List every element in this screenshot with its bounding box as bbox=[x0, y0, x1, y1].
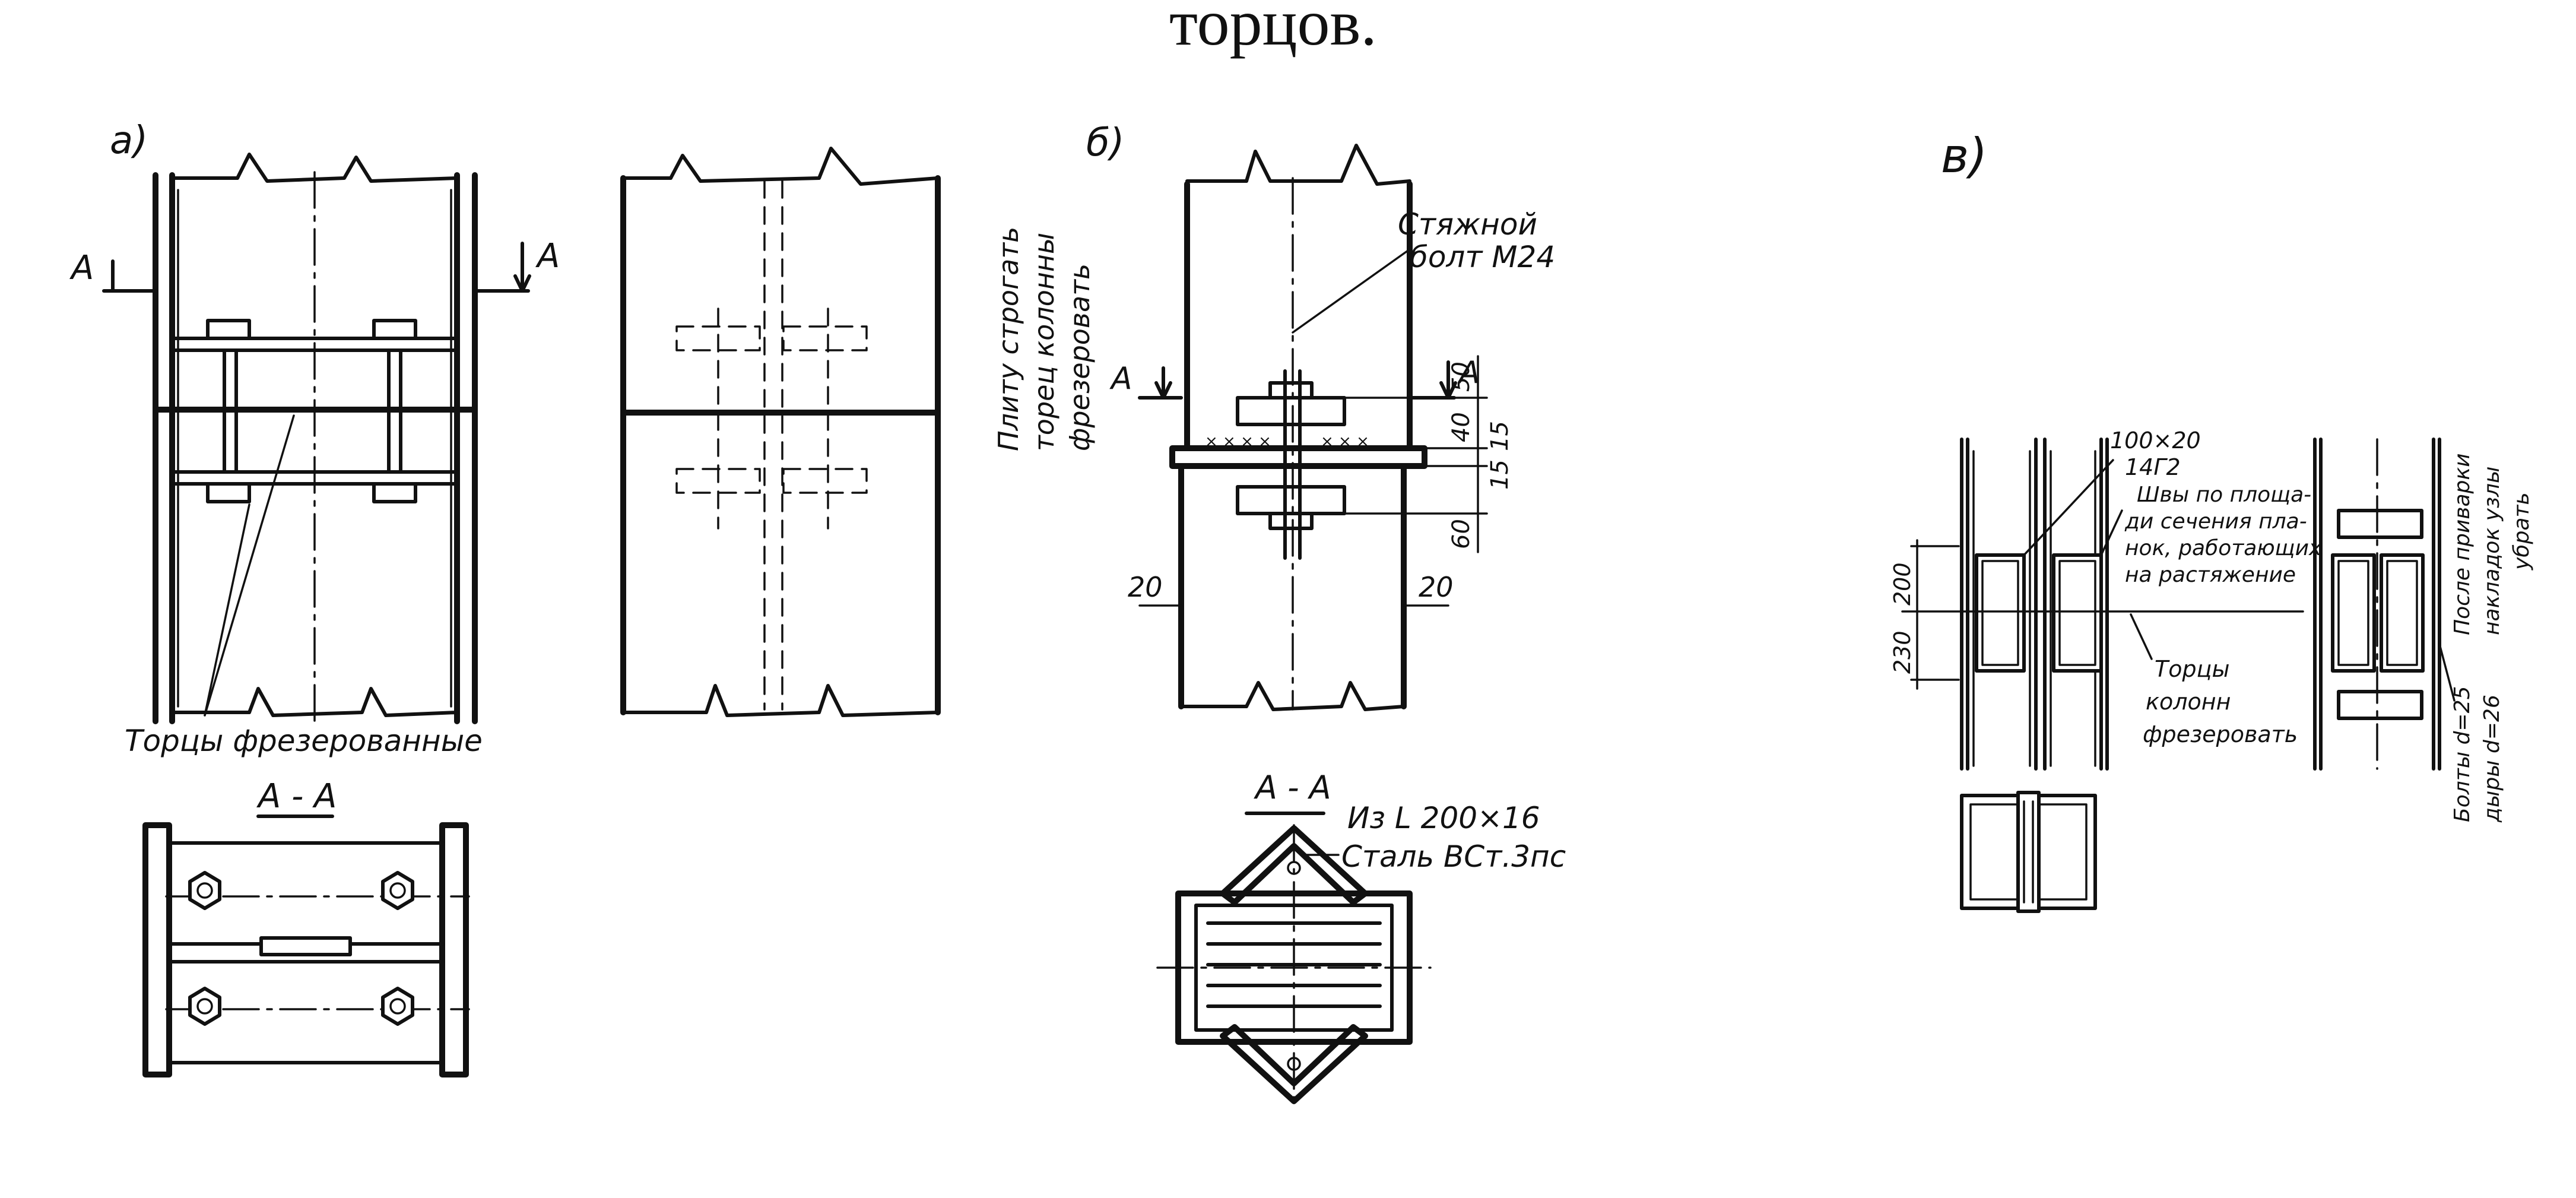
dim-20-left: 20 bbox=[1128, 571, 1163, 603]
panel-a-section-aa: А - А bbox=[142, 777, 470, 1077]
dim-15-lower: 15 bbox=[1486, 459, 1514, 490]
dim-200: 200 bbox=[1889, 562, 1915, 606]
weld-note-line4: на растяжение bbox=[2125, 563, 2296, 587]
dim-15-upper: 15 bbox=[1486, 421, 1514, 451]
panel-a-section-title: А - А bbox=[256, 777, 337, 816]
tie-bolt-note-line1: Стяжной bbox=[1398, 207, 1537, 242]
bolts-note-line2: дыры d=26 bbox=[2480, 695, 2504, 823]
angle-profile-note: Из L 200×16 bbox=[1347, 801, 1540, 835]
bolt-heads bbox=[188, 871, 414, 1026]
panel-v: в) 200 230 100×20 14Г2 Швы по п bbox=[1889, 128, 2534, 913]
panel-b-section-aa: А - А Из L 200×16 Сталь ВСт.3пс bbox=[1156, 769, 1566, 1105]
column-ends-note-line3: фрезеровать bbox=[2143, 721, 2298, 747]
page-heading: торцов. bbox=[1169, 0, 1377, 59]
plate-planing-note-line2: торец колонны bbox=[1028, 233, 1060, 451]
section-mark-a-left: А bbox=[69, 249, 94, 287]
remove-after-welding-line2: накладок узлы bbox=[2480, 467, 2504, 635]
panel-a-front-view: А А Торцы фрезерованные bbox=[69, 153, 560, 758]
panel-b-letter: б) bbox=[1086, 121, 1124, 165]
bolts-note-line1: Болты d=25 bbox=[2450, 686, 2475, 822]
svg-text:× × × ×: × × × × bbox=[1205, 433, 1271, 451]
column-ends-note-line1: Торцы bbox=[2155, 656, 2229, 682]
section-mark-a-right: А bbox=[535, 237, 560, 275]
column-ends-note-line2: колонн bbox=[2146, 689, 2231, 715]
panel-v-right-view: После приварки накладок узлы убрать Болт… bbox=[2313, 438, 2534, 823]
panel-v-left-view: 200 230 100×20 14Г2 Швы по площа- ди сеч… bbox=[1889, 427, 2322, 771]
remove-after-welding-line1: После приварки bbox=[2450, 453, 2475, 635]
plate-planing-note-line3: фрезеровать bbox=[1064, 264, 1096, 451]
section-mark-b-left: А bbox=[1109, 361, 1132, 397]
panel-a-letter: а) bbox=[110, 119, 148, 163]
dim-20-right: 20 bbox=[1419, 571, 1454, 603]
weld-note-line1: Швы по площа- bbox=[2137, 483, 2311, 507]
svg-text:× × ×: × × × bbox=[1321, 433, 1369, 451]
dim-60: 60 bbox=[1448, 519, 1475, 549]
remove-after-welding-line3: убрать bbox=[2510, 492, 2534, 571]
panel-v-letter: в) bbox=[1941, 128, 1987, 183]
dim-230: 230 bbox=[1889, 630, 1915, 674]
panel-b-section-title: А - А bbox=[1254, 769, 1331, 806]
tie-bolt-note-line2: болт М24 bbox=[1410, 240, 1555, 274]
panel-b-elevation: × × × × × × × Стяжной болт М24 А А 50 40… bbox=[1109, 144, 1555, 711]
plate-size-note: 100×20 bbox=[2110, 427, 2201, 454]
milled-ends-callout: Торцы фрезерованные bbox=[125, 724, 483, 758]
plate-steel-note: 14Г2 bbox=[2125, 454, 2181, 480]
dim-40: 40 bbox=[1448, 412, 1475, 442]
panel-b: б) Плиту строгать торец колонны фрезеров… bbox=[992, 121, 1566, 1105]
panel-v-cross-section bbox=[1960, 791, 2097, 913]
steel-grade-note: Сталь ВСт.3пс bbox=[1341, 839, 1566, 874]
dim-50: 50 bbox=[1448, 362, 1475, 392]
plate-planing-note-line1: Плиту строгать bbox=[992, 227, 1024, 451]
panel-a: а) bbox=[69, 119, 941, 1077]
section-mark-b-right: А bbox=[1457, 355, 1480, 391]
weld-note-line2: ди сечения пла- bbox=[2124, 509, 2307, 534]
weld-note-line3: нок, работающих bbox=[2125, 536, 2322, 560]
panel-a-side-view bbox=[620, 147, 941, 717]
